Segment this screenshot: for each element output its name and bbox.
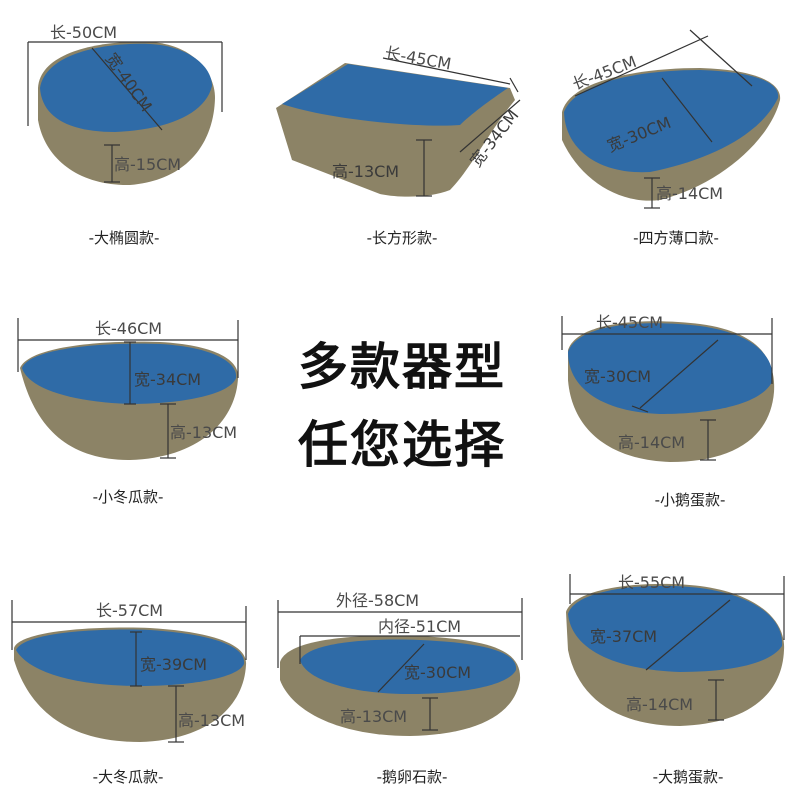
dim-inner-diameter: 内径-51CM <box>378 617 461 636</box>
dim-outer-diameter: 外径-58CM <box>336 591 419 610</box>
basin-top <box>22 343 237 404</box>
headline-line2: 任您选择 <box>298 416 506 474</box>
dim-height: 高-14CM <box>656 184 723 203</box>
caption-square-thin: -四方薄口款- <box>633 229 719 247</box>
caption-small-egg: -小鹅蛋款- <box>655 491 726 509</box>
basin-top <box>564 70 779 173</box>
basin-large-wintermelon <box>11 600 247 743</box>
dim-height: 高-15CM <box>114 155 181 174</box>
caption-large-egg: -大鹅蛋款- <box>653 768 724 786</box>
caption-small-wintermelon: -小冬瓜款- <box>93 488 164 506</box>
dim-width: 宽-34CM <box>134 370 201 389</box>
headline-line1: 多款器型 <box>298 338 506 396</box>
basin-square-thin <box>562 29 781 209</box>
basin-top <box>282 64 508 126</box>
caption-large-oval: -大椭圆款- <box>89 229 160 247</box>
basin-top <box>568 585 783 672</box>
dim-height: 高-14CM <box>618 433 685 452</box>
basin-pebble <box>277 598 523 736</box>
dim-width: 宽-39CM <box>140 655 207 674</box>
dim-length: 长-57CM <box>96 601 163 620</box>
basin-large-oval <box>27 41 223 186</box>
dim-height: 高-14CM <box>626 695 693 714</box>
caption-large-wintermelon: -大冬瓜款- <box>93 768 164 786</box>
basin-small-wintermelon <box>17 318 239 460</box>
basin-large-egg <box>566 574 785 726</box>
caption-pebble: -鹅卵石款- <box>377 768 448 786</box>
dim-height: 高-13CM <box>332 162 399 181</box>
basin-rectangle <box>276 57 521 197</box>
basin-top <box>568 323 773 414</box>
dim-length: 长-45CM <box>596 313 663 332</box>
basin-top <box>16 629 245 686</box>
dim-height: 高-13CM <box>178 711 245 730</box>
dim-length: 长-50CM <box>50 23 117 42</box>
dim-height: 高-13CM <box>170 423 237 442</box>
dim-length: 长-45CM <box>383 43 452 73</box>
basin-small-egg <box>561 316 775 462</box>
caption-rectangle: -长方形款- <box>367 229 438 247</box>
basin-top <box>300 639 517 694</box>
dim-width: 宽-37CM <box>590 627 657 646</box>
dim-height: 高-13CM <box>340 707 407 726</box>
dim-width: 宽-30CM <box>404 663 471 682</box>
dim-width: 宽-30CM <box>584 367 651 386</box>
dim-length: 长-46CM <box>95 319 162 338</box>
dim-length: 长-55CM <box>618 573 685 592</box>
